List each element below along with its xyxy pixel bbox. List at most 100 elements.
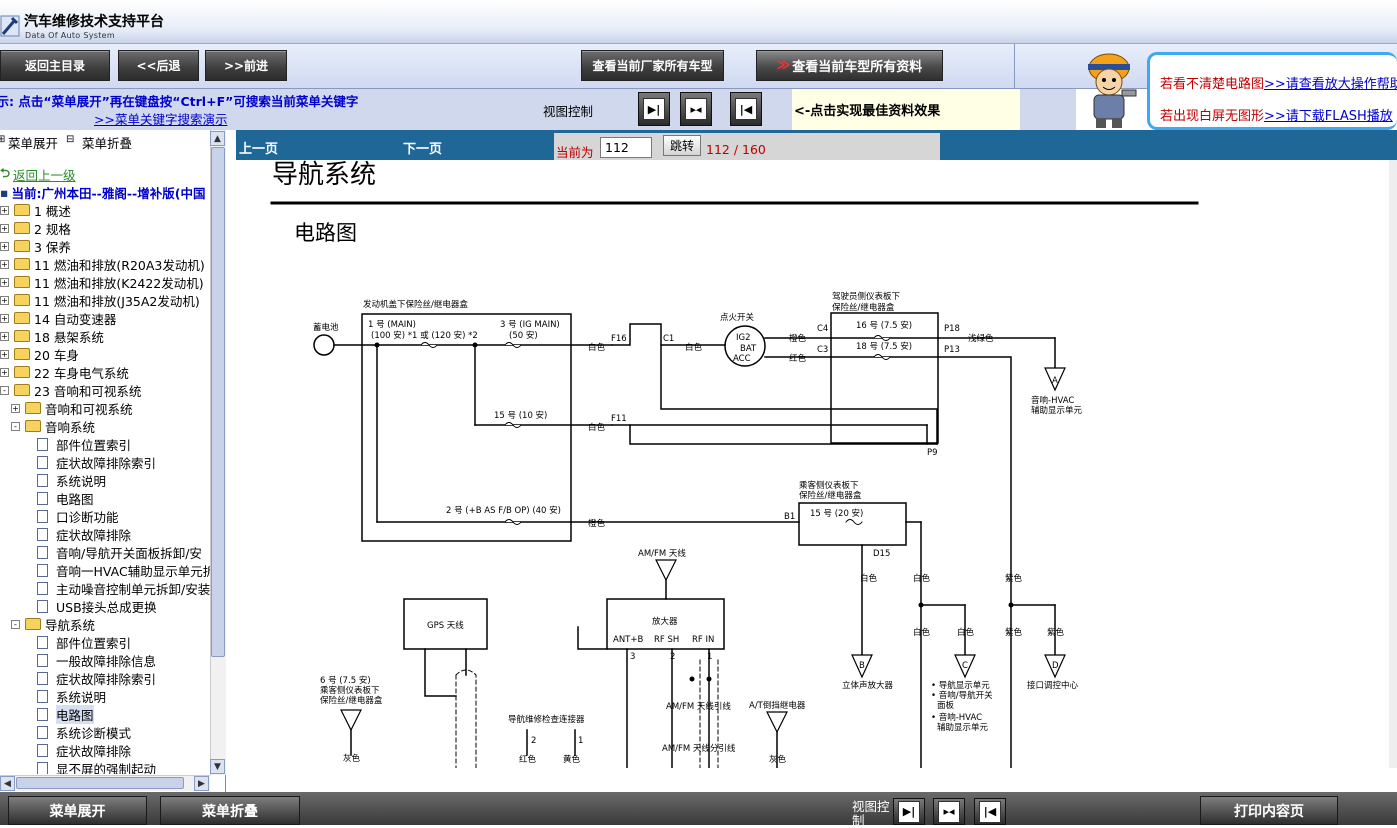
tree-doc-item[interactable]: 部件位置索引 xyxy=(37,435,131,453)
svg-text:• 导航显示单元: • 导航显示单元 xyxy=(931,680,990,691)
forward-button[interactable]: >>前进 xyxy=(205,50,287,81)
scroll-down-icon[interactable]: ▼ xyxy=(210,759,225,774)
expand-node-icon[interactable]: + xyxy=(0,367,9,377)
tree-doc-item[interactable]: 症状故障排除索引 xyxy=(37,669,156,687)
doc-heading: 导航系统 xyxy=(272,160,376,190)
expand-node-icon[interactable]: + xyxy=(11,403,20,413)
bottom-menu-expand-button[interactable]: 菜单展开 xyxy=(8,796,147,825)
print-page-button[interactable]: 打印内容页 xyxy=(1200,796,1338,825)
expand-node-icon[interactable]: + xyxy=(0,277,9,287)
bottom-menu-collapse-button[interactable]: 菜单折叠 xyxy=(160,796,300,825)
back-up-link[interactable]: ⮌ 返回上一级 xyxy=(0,164,76,183)
next-page-link[interactable]: 下一页 xyxy=(403,142,443,157)
svg-text:F16: F16 xyxy=(611,334,627,344)
collapse-node-icon[interactable]: - xyxy=(0,385,9,395)
tree-doc-item[interactable]: 显不屏的强制起动 xyxy=(37,759,156,774)
expand-node-icon[interactable]: + xyxy=(0,223,9,233)
expand-node-icon[interactable]: + xyxy=(0,259,9,269)
tree-folder-item[interactable]: +音响和可视系统 xyxy=(11,399,133,417)
svg-text:白色: 白色 xyxy=(913,573,931,584)
scroll-right-icon[interactable]: ▶ xyxy=(194,776,209,791)
svg-text:点火开关: 点火开关 xyxy=(720,312,755,323)
bottom-bar: 菜单展开 菜单折叠 视图控制 ▶| ▸◂ |◀ 打印内容页 xyxy=(0,792,1397,828)
tree-folder-item[interactable]: -导航系统 xyxy=(11,615,95,633)
expand-node-icon[interactable]: + xyxy=(0,205,9,215)
document-viewer[interactable]: 导航系统 电路图 xyxy=(236,160,1397,768)
tree-doc-item[interactable]: 音响一HVAC辅助显示单元拆 xyxy=(37,561,210,579)
svg-text:B1: B1 xyxy=(784,512,795,522)
document-icon xyxy=(37,473,48,487)
document-icon xyxy=(37,527,48,541)
arrow-left-icon: |◀ xyxy=(735,98,757,120)
scroll-up-icon[interactable]: ▲ xyxy=(210,131,225,146)
sidebar-scroll-thumb[interactable] xyxy=(211,147,225,657)
tree-folder-item[interactable]: +14 自动变速器 xyxy=(0,309,116,327)
collapse-node-icon[interactable]: - xyxy=(11,619,20,629)
tree-doc-item[interactable]: 主动噪音控制单元拆卸/安装 xyxy=(37,579,210,597)
tree-doc-item[interactable]: 症状故障排除 xyxy=(37,741,131,759)
tree-doc-item[interactable]: 口诊断功能 xyxy=(37,507,119,525)
viewer-scrollbar[interactable] xyxy=(1389,160,1397,768)
folder-icon xyxy=(14,312,30,324)
jump-button[interactable]: 跳转 xyxy=(663,135,701,156)
tree-doc-item[interactable]: 症状故障排除索引 xyxy=(37,453,156,471)
title-bar: 汽车维修技术支持平台 Data Of Auto System xyxy=(0,0,1397,44)
tree-folder-item[interactable]: +11 燃油和排放(J35A2发动机) xyxy=(0,291,200,309)
tree-folder-item[interactable]: +3 保养 xyxy=(0,237,71,255)
zoom-help-link[interactable]: >>请查看放大操作帮助 xyxy=(1264,77,1397,92)
tree-folder-item[interactable]: +11 燃油和排放(R20A3发动机) xyxy=(0,255,205,273)
back-button[interactable]: <<后退 xyxy=(118,50,199,81)
tree-folder-item[interactable]: +1 概述 xyxy=(0,201,71,219)
search-demo-link[interactable]: >>菜单关键字搜索演示 xyxy=(94,112,228,127)
tree-folder-item[interactable]: +11 燃油和排放(K2422发动机) xyxy=(0,273,204,291)
prev-page-link[interactable]: 上一页 xyxy=(239,142,279,157)
menu-collapse-link[interactable]: 菜单折叠 xyxy=(82,136,133,151)
home-button[interactable]: 返回主目录 xyxy=(0,50,110,81)
page-count: 112 / 160 xyxy=(706,142,766,157)
view-original-button[interactable]: |◀ xyxy=(730,92,762,126)
folder-icon xyxy=(14,222,30,234)
sidebar-hscroll-thumb[interactable] xyxy=(16,777,184,789)
tree-doc-item[interactable]: 症状故障排除 xyxy=(37,525,131,543)
tree-doc-item[interactable]: 系统说明 xyxy=(37,471,106,489)
arrow-right-icon: ▶| xyxy=(898,800,920,823)
expand-node-icon[interactable]: + xyxy=(0,295,9,305)
tree-doc-item[interactable]: 系统诊断模式 xyxy=(37,723,131,741)
svg-text:白色: 白色 xyxy=(588,342,606,353)
view-fit-width-button[interactable]: ▶| xyxy=(638,92,670,126)
vehicle-data-button[interactable]: ≫ 查看当前车型所有资料 xyxy=(756,50,943,81)
tree-doc-item[interactable]: 电路图 xyxy=(37,489,94,507)
scroll-left-icon[interactable]: ◀ xyxy=(0,776,15,791)
tree-folder-item[interactable]: -23 音响和可视系统 xyxy=(0,381,141,399)
tree-folder-item[interactable]: +18 悬架系统 xyxy=(0,327,104,345)
expand-node-icon[interactable]: + xyxy=(0,331,9,341)
expand-node-icon[interactable]: + xyxy=(0,349,9,359)
expand-node-icon[interactable]: + xyxy=(0,313,9,323)
menu-expand-link[interactable]: 菜单展开 xyxy=(8,136,59,151)
tree-doc-item[interactable]: 系统说明 xyxy=(37,687,106,705)
tree-doc-item[interactable]: 电路图 xyxy=(37,704,94,724)
tree-item-label: 症状故障排除 xyxy=(56,527,132,543)
tree-folder-item[interactable]: +2 规格 xyxy=(0,219,71,237)
tree-doc-item[interactable]: 音响/导航开关面板拆卸/安 xyxy=(37,543,202,561)
bottom-view-original-button[interactable]: |◀ xyxy=(974,798,1006,825)
tree-item-label: 一般故障排除信息 xyxy=(56,653,157,669)
svg-text:紫色: 紫色 xyxy=(1005,573,1023,584)
bottom-view-fit-width-button[interactable]: ▶| xyxy=(893,798,925,825)
tree-doc-item[interactable]: 一般故障排除信息 xyxy=(37,651,156,669)
page-number-input[interactable] xyxy=(600,137,652,158)
tree-folder-item[interactable]: -音响系统 xyxy=(11,417,95,435)
svg-text:• 音响-HVAC: • 音响-HVAC xyxy=(931,712,982,723)
tree-doc-item[interactable]: USB接头总成更换 xyxy=(37,597,157,615)
tree-folder-item[interactable]: +22 车身电气系统 xyxy=(0,363,129,381)
tree-folder-item[interactable]: +20 车身 xyxy=(0,345,79,363)
collapse-node-icon[interactable]: - xyxy=(11,421,20,431)
document-icon xyxy=(37,653,48,667)
view-fit-page-button[interactable]: ▸◂ xyxy=(680,92,712,126)
bottom-view-fit-page-button[interactable]: ▸◂ xyxy=(933,798,965,825)
flash-download-link[interactable]: >>请下载FLASH播放 xyxy=(1264,109,1393,124)
all-models-button[interactable]: 查看当前厂家所有车型 xyxy=(581,50,724,81)
svg-text:2: 2 xyxy=(670,652,675,662)
expand-node-icon[interactable]: + xyxy=(0,241,9,251)
tree-doc-item[interactable]: 部件位置索引 xyxy=(37,633,131,651)
